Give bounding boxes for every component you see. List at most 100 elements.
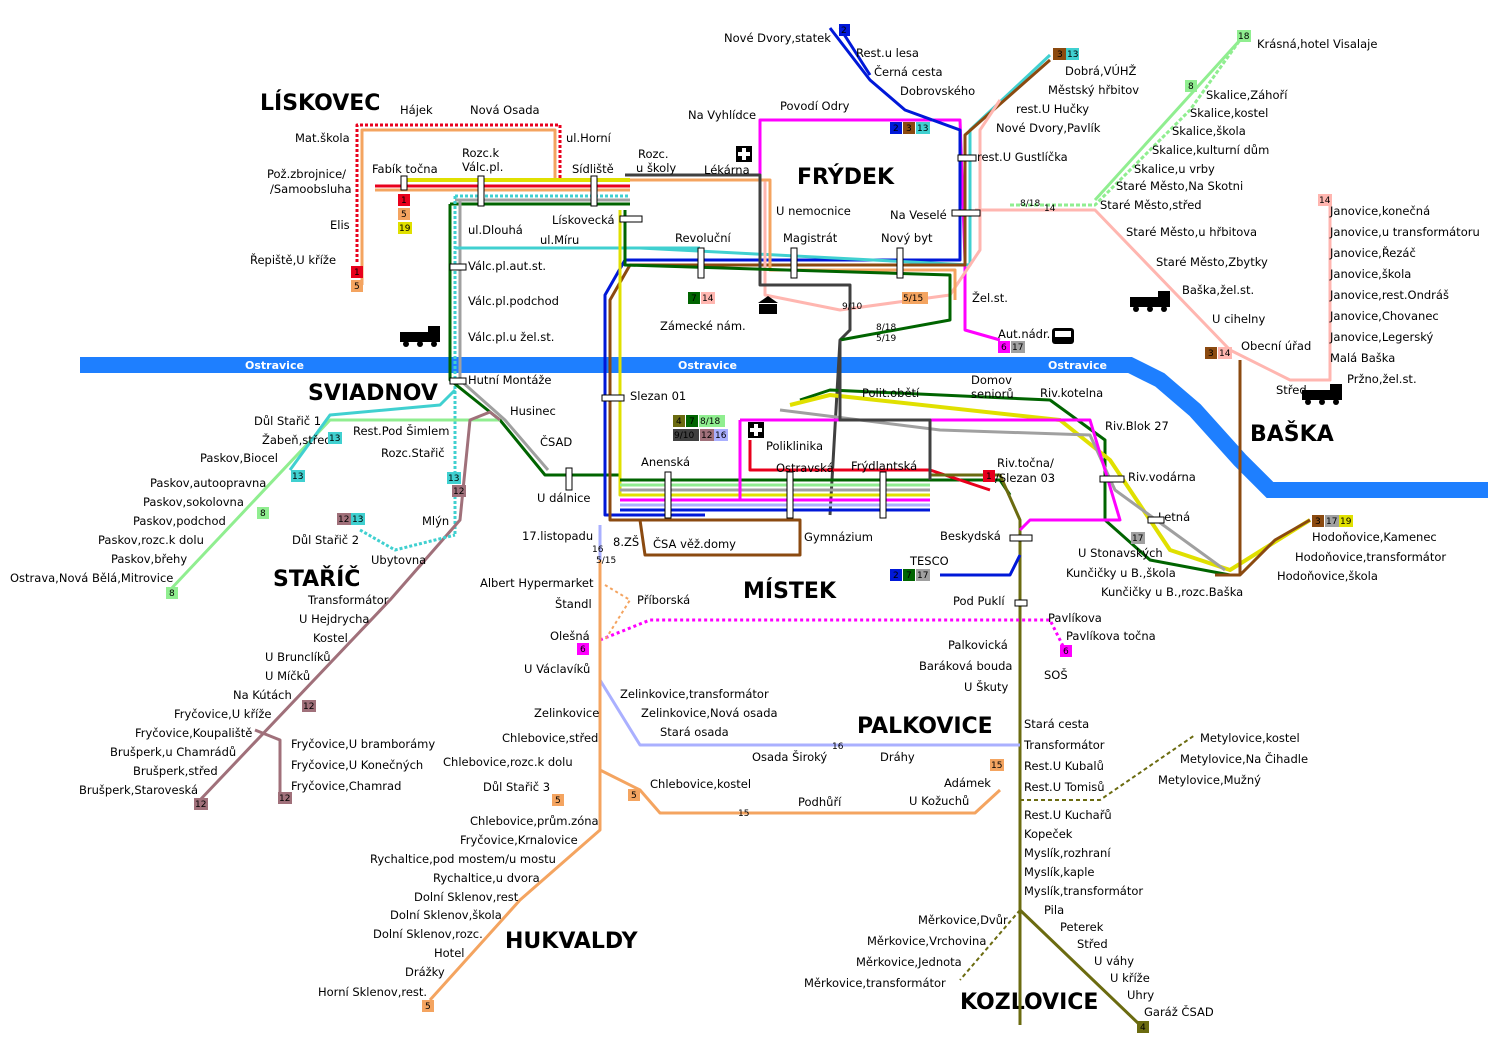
stop-stare-mesto-stred: Staré Město,střed [1100,198,1202,212]
stop-frycovice-konecnych: Fryčovice,U Konečných [291,758,423,772]
stop-rychaltice-most: Rychaltice,pod mostem/u mostu [370,852,556,866]
area-kozlovice: KOZLOVICE [960,990,1098,1015]
station-letna [1147,516,1165,524]
svg-text:2: 2 [841,26,847,36]
svg-text:14: 14 [1044,204,1056,214]
stop-dobrovskeho: Dobrovského [900,84,975,98]
stop-riv-tocna-2: /Slezan 03 [995,471,1055,485]
stop-repiste: Řepiště,U kříže [250,252,336,267]
svg-text:15: 15 [991,761,1002,771]
stop-olesna: Olešná [550,629,590,643]
stop-brusperk-chamradu: Brušperk,u Chamrádů [110,745,236,759]
stop-rozc-valc-2: Válc.pl. [462,160,503,174]
badge-5-horni-sklenov: 5 [422,1000,434,1012]
stop-rozc-valc-1: Rozc.k [462,146,500,160]
stop-chlebovice-stred: Chlebovice,střed [502,731,598,745]
castle-icon [758,296,778,314]
badge-5-19-aut: 5/19 [876,334,896,344]
station-novy-byt [896,247,904,279]
stop-ostravska: Ostravská [776,461,834,475]
badge-7-zamecke: 7 [688,292,700,304]
stop-hodonovice-skola: Hodoňovice,škola [1277,569,1378,583]
stop-gymnazium: Gymnázium [804,530,873,544]
stop-podhuri: Podhůří [798,795,842,809]
stop-poz-zbrojnice-1: Pož.zbrojnice/ [267,167,346,181]
train-icon-przno [1302,384,1342,405]
stop-u-dalnice: U dálnice [537,491,591,505]
station-slezan01 [601,394,625,402]
stop-stred: Střed [1276,383,1307,397]
station-ostravska [786,471,794,519]
stop-janovice-skola: Janovice,škola [1329,267,1411,281]
svg-text:6: 6 [580,645,586,655]
badge-12-rozc-staric: 12 [452,485,466,497]
stop-myslik-kaple: Myslík,kaple [1024,865,1095,879]
svg-text:16: 16 [832,742,844,752]
svg-text:4: 4 [676,417,682,427]
badge-5-repiste: 5 [351,280,363,292]
stop-rozc-staric: Rozc.Stařič [381,446,445,460]
stop-obecni-urad: Obecní úřad [1241,339,1311,353]
badge-17-aut: 17 [1011,341,1025,353]
badge-16-palk: 16 [832,742,844,752]
stop-merkovice-dvur: Měrkovice,Dvůr [918,913,1008,927]
badge-14-vesele: 14 [1044,204,1056,214]
route-7-mistek [620,478,1012,496]
stop-chlebovice-prum: Chlebovice,prům.zóna [470,814,599,828]
train-icon-baska [1130,291,1170,312]
badge-1-liskovec: 1 [398,194,410,206]
badge-3-dobrovskeho: 3 [903,122,915,134]
stop-merkovice-transf: Měrkovice,transformátor [804,976,946,990]
hospital-icon-frydek [736,146,752,162]
badge-15-kubalu: 15 [990,759,1004,771]
stop-krasna: Krásná,hotel Visalaje [1257,37,1377,51]
svg-text:3: 3 [1315,517,1321,527]
stop-u-stonavskych: U Stonavských [1078,546,1163,560]
stop-paskov-biocel: Paskov,Biocel [200,451,278,465]
badge-6-pavlik: 6 [1060,645,1072,657]
svg-text:17: 17 [1326,517,1337,527]
stop-zel-st: Žel.st. [972,290,1008,305]
stop-nova-osada: Nová Osada [470,103,540,117]
station-fabik [400,175,408,191]
stop-hodonovice-transf: Hodoňovice,transformátor [1295,550,1446,564]
svg-text:12: 12 [195,800,206,810]
svg-text:8: 8 [169,589,175,599]
svg-text:18: 18 [1238,32,1250,42]
badge-16-mistek: 16 [592,545,604,555]
stop-dolni-sklenov-skola: Dolní Sklenov,škola [390,908,502,922]
stop-stand: Štandl [555,596,592,611]
stop-paskov-podchod: Paskov,podchod [133,514,226,528]
stop-rest-u-lesa: Rest.u lesa [856,46,919,60]
badge-4-garaz: 4 [1137,1021,1149,1033]
stop-polit-obeti: Polit.obětí [862,386,920,400]
stop-valc-podchod: Válc.pl.podchod [468,294,559,308]
svg-text:16: 16 [715,431,727,441]
stop-albert: Albert Hypermarket [480,576,594,590]
route-4-metylovice [1020,734,1196,801]
svg-text:12: 12 [338,515,349,525]
badge-5-liskovec: 5 [398,208,410,220]
area-sviadnov: SVIADNOV [308,381,438,406]
route-6-frydek [758,118,1001,342]
badge-17-hodon: 17 [1325,515,1339,527]
stop-fabik-tocna: Fabík točna [372,162,438,176]
stop-zelinkovice-transf: Zelinkovice,transformátor [620,687,769,701]
svg-text:17: 17 [917,571,928,581]
svg-text:3: 3 [1057,50,1063,60]
stop-nove-dvory-statek: Nové Dvory,statek [724,31,831,45]
route-12-staric [198,410,501,802]
badge-14-janovice: 14 [1318,194,1332,206]
stop-lekarna: Lékárna [704,163,750,177]
badge-19-hodon: 19 [1339,515,1353,527]
svg-text:1: 1 [354,268,360,278]
river-ostravice: Ostravice Ostravice Ostravice [80,357,1488,498]
svg-text:15: 15 [738,809,749,819]
svg-text:2: 2 [893,124,899,134]
stop-rest-u-hucky: rest.U Hučky [1016,102,1089,116]
area-frydek: FRÝDEK [797,164,895,190]
svg-text:9/10: 9/10 [674,431,694,441]
stop-povodi-odry: Povodí Odry [780,99,850,113]
svg-text:14: 14 [1319,196,1331,206]
badge-5-15-zel: 5/15 [902,292,928,304]
